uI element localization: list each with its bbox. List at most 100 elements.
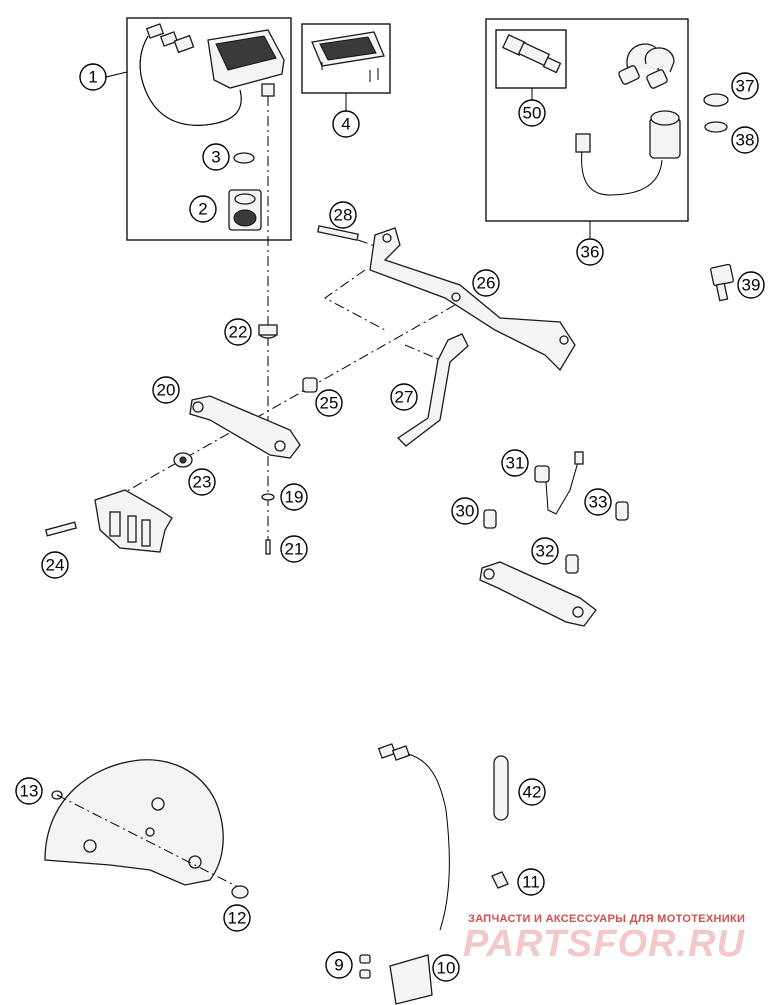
callout-39: 39	[737, 271, 765, 299]
bulb-part	[615, 501, 629, 521]
nut-part	[703, 93, 729, 107]
callout-21: 21	[280, 535, 308, 563]
bolt-part	[317, 225, 359, 241]
watermark-logo: PARTSFOR.RU	[463, 923, 745, 965]
svg-text:33: 33	[589, 493, 608, 512]
callout-24: 24	[41, 551, 69, 579]
key-blank-part	[710, 263, 734, 302]
bulb-part	[483, 509, 497, 529]
callout-32: 32	[531, 537, 559, 565]
support-bracket-part	[396, 333, 469, 447]
callout-11: 11	[517, 868, 545, 896]
callout-36: 36	[576, 238, 604, 266]
callout-19: 19	[280, 483, 308, 511]
svg-text:32: 32	[536, 542, 555, 561]
callout-28: 28	[329, 201, 357, 229]
svg-text:24: 24	[46, 556, 65, 575]
callout-1: 1	[79, 63, 107, 91]
callout-50: 50	[518, 99, 546, 127]
callout-20: 20	[152, 376, 180, 404]
screw-part	[44, 521, 78, 537]
cable-strap-part	[493, 755, 509, 821]
brake-disc-part	[44, 759, 224, 886]
group-box-ignition	[485, 18, 689, 222]
callout-33: 33	[584, 488, 612, 516]
svg-text:12: 12	[228, 909, 247, 928]
callout-37: 37	[731, 72, 759, 100]
svg-text:25: 25	[320, 394, 339, 413]
ignition-switch-part	[575, 110, 681, 196]
pilot-lamp-part	[534, 451, 584, 515]
svg-text:39: 39	[742, 276, 761, 295]
svg-text:50: 50	[523, 104, 542, 123]
speed-sensor-part	[377, 743, 450, 1005]
callout-25: 25	[315, 389, 343, 417]
svg-text:37: 37	[736, 77, 755, 96]
cable-clip-part	[491, 871, 509, 889]
holder-part	[189, 395, 301, 459]
callout-9: 9	[325, 951, 353, 979]
callout-42: 42	[518, 778, 546, 806]
bulb-part	[565, 554, 579, 574]
screw-part	[359, 954, 371, 979]
svg-text:42: 42	[523, 783, 542, 802]
spacer-part	[302, 377, 318, 393]
lamp-holder-part	[479, 561, 597, 627]
svg-text:1: 1	[88, 68, 97, 87]
callout-26: 26	[472, 269, 500, 297]
screw-part	[265, 539, 271, 555]
callout-13: 13	[15, 777, 43, 805]
axis-line	[324, 269, 386, 331]
svg-text:11: 11	[522, 873, 540, 892]
callout-4: 4	[332, 110, 360, 138]
callout-27: 27	[390, 383, 418, 411]
svg-text:3: 3	[211, 148, 220, 167]
svg-text:19: 19	[285, 488, 304, 507]
svg-text:10: 10	[437, 959, 456, 978]
cap-part	[233, 152, 255, 164]
svg-text:28: 28	[334, 206, 353, 225]
callout-2: 2	[189, 195, 217, 223]
svg-text:20: 20	[157, 381, 176, 400]
speedometer-part	[139, 23, 285, 126]
svg-text:30: 30	[456, 502, 475, 521]
washer-part	[261, 493, 275, 501]
screw-part	[231, 885, 249, 899]
svg-text:4: 4	[341, 115, 350, 134]
svg-text:26: 26	[477, 274, 496, 293]
callout-31: 31	[501, 449, 529, 477]
group-box-speedometer	[126, 17, 292, 241]
svg-text:2: 2	[198, 200, 207, 219]
bracket-part	[369, 227, 576, 372]
callout-12: 12	[223, 904, 251, 932]
svg-text:13: 13	[20, 782, 39, 801]
svg-text:9: 9	[334, 956, 343, 975]
axis-line	[357, 239, 376, 247]
svg-text:22: 22	[229, 323, 248, 342]
watermark-tagline: ЗАПЧАСТИ И АКСЕССУАРЫ ДЛЯ МОТОТЕХНИКИ	[468, 913, 746, 925]
svg-text:38: 38	[736, 131, 755, 150]
lock-cylinder-part	[502, 33, 562, 74]
callout-23: 23	[188, 468, 216, 496]
svg-text:31: 31	[506, 454, 525, 473]
callout-3: 3	[202, 143, 230, 171]
washer-part	[704, 121, 728, 133]
rubber-mount-part	[258, 324, 278, 339]
speedo-housing-part	[311, 31, 385, 82]
callout-38: 38	[731, 126, 759, 154]
axis-line	[404, 344, 446, 363]
seal-part	[228, 189, 262, 231]
callout-30: 30	[451, 497, 479, 525]
svg-text:36: 36	[581, 243, 600, 262]
svg-text:23: 23	[193, 473, 212, 492]
callout-10: 10	[432, 954, 460, 982]
svg-text:27: 27	[395, 388, 414, 407]
axis-line	[56, 794, 241, 889]
callout-22: 22	[224, 318, 252, 346]
keys-part	[618, 43, 675, 89]
mounting-plate-part	[94, 489, 173, 553]
rubber-grommet-part	[173, 452, 193, 468]
group-box-lock-cylinder	[495, 29, 567, 89]
svg-text:21: 21	[285, 540, 304, 559]
